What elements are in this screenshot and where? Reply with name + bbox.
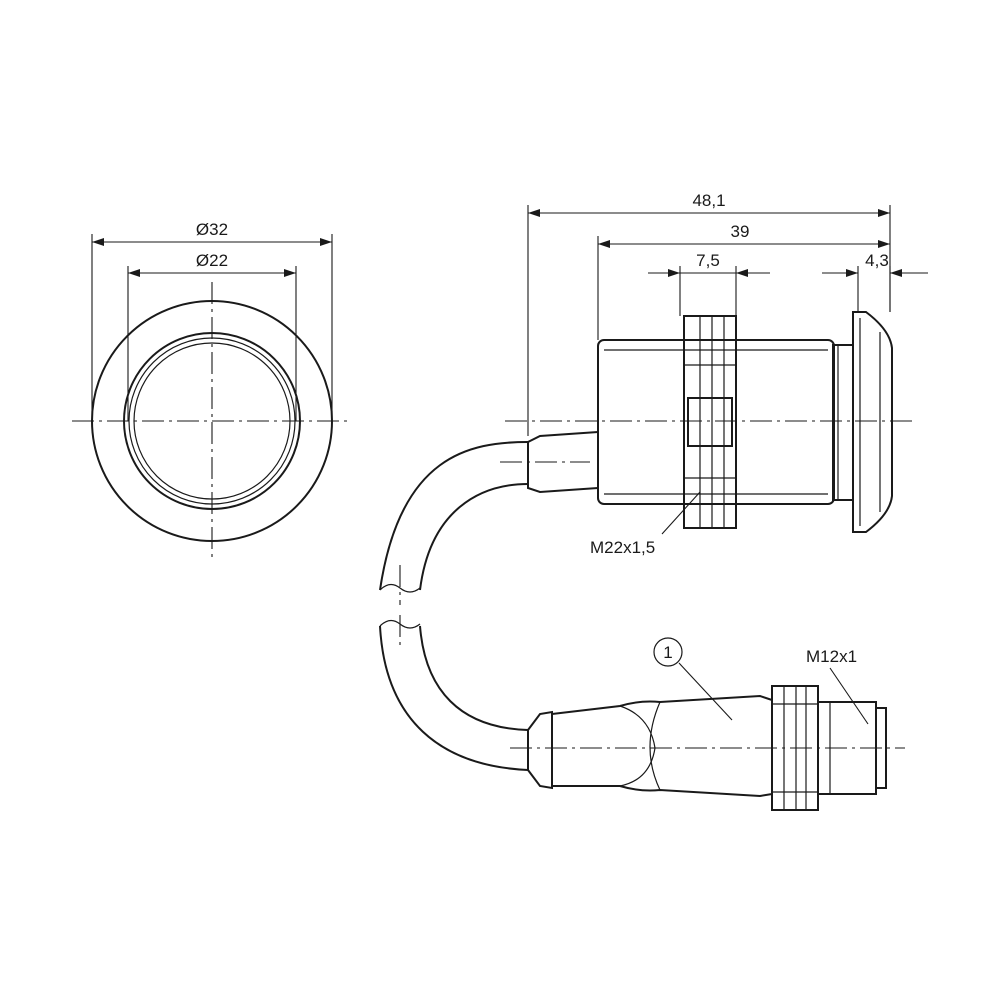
molded-connector-body [551, 694, 773, 798]
inner-diameter-dimension: Ø22 [127, 251, 297, 421]
knurled-nut [683, 315, 737, 529]
housing-thread-leader [661, 491, 701, 535]
grip-groove [649, 701, 661, 791]
flange-width-label: 4,3 [865, 251, 889, 270]
housing-thread-label: M22x1,5 [590, 538, 655, 557]
overall-length-label: 48,1 [692, 191, 725, 210]
front-view: Ø32 Ø22 [72, 220, 352, 562]
flange-width-dimension: 4,3 [822, 251, 928, 312]
overall-length-dimension: 48,1 [527, 191, 891, 436]
item-callout-leader [678, 662, 733, 721]
sensing-face-flange [852, 311, 893, 533]
outer-diameter-label: Ø32 [196, 220, 228, 239]
flange-neck [832, 344, 854, 501]
nut-width-label: 7,5 [696, 251, 720, 270]
side-view: 48,1 39 7,5 4,3 [379, 191, 928, 605]
connector-thread-label: M12x1 [806, 647, 857, 666]
item-callout-circle [653, 637, 683, 667]
cable-break-top [379, 583, 421, 593]
nut-width-dimension: 7,5 [648, 251, 770, 316]
cable-upper-edge [379, 441, 529, 591]
strain-relief [527, 710, 553, 790]
cable-gland [527, 431, 599, 494]
thread-length-dimension: 39 [597, 222, 890, 340]
connector-view: 1 M12x1 [379, 615, 905, 811]
nut-cutaway [687, 397, 733, 447]
cable-lower-edge [419, 483, 529, 591]
outer-diameter-dimension: Ø32 [91, 220, 333, 421]
cable-lower-outer-edge [379, 625, 529, 771]
thread-length-label: 39 [731, 222, 750, 241]
cable-lower-inner-edge [419, 625, 529, 731]
connector-thread-leader [829, 667, 869, 725]
item-callout-number: 1 [663, 643, 672, 662]
inner-diameter-label: Ø22 [196, 251, 228, 270]
